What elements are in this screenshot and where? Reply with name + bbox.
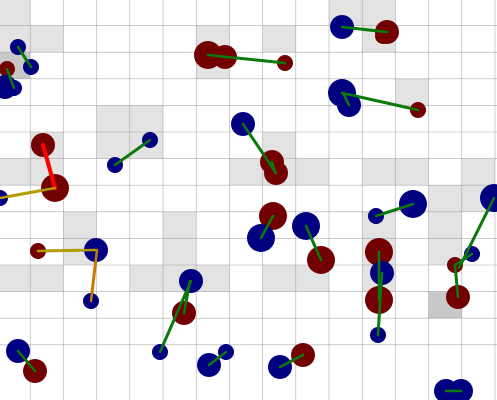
blue-ball[interactable] (480, 184, 497, 212)
highlighted-cell (362, 158, 396, 186)
link-overlay (0, 186, 57, 200)
link-overlay (259, 214, 275, 240)
link-overlay (89, 248, 99, 303)
link-overlay (158, 279, 193, 354)
link-overlay (278, 353, 305, 369)
highlighted-cell (262, 25, 296, 53)
link-overlay (453, 263, 460, 299)
blue-ball[interactable] (449, 379, 473, 400)
link-overlay (113, 138, 152, 167)
link-overlay (5, 67, 16, 90)
link-overlay (182, 279, 192, 315)
highlighted-cell (30, 25, 64, 53)
highlighted-cell (0, 265, 31, 292)
highlighted-cell (63, 211, 97, 239)
highlighted-cells (0, 0, 495, 319)
link-overlay (36, 248, 98, 253)
highlighted-cell (96, 105, 130, 132)
highlighted-cell (129, 105, 163, 132)
link-overlay (207, 350, 228, 367)
highlighted-cell (96, 132, 130, 159)
link-overlay (41, 143, 57, 190)
highlighted-cell (262, 265, 296, 292)
highlighted-cell (0, 0, 31, 26)
highlighted-cell (461, 158, 495, 186)
highlighted-cell (30, 265, 64, 292)
highlighted-cell (428, 185, 462, 212)
highlighted-cell (229, 158, 263, 186)
link-overlay (341, 91, 351, 107)
highlighted-cell (428, 211, 462, 239)
link-overlay (16, 45, 33, 69)
highlighted-cell (395, 78, 429, 106)
highlighted-cell (295, 158, 329, 186)
link-overlay (304, 224, 323, 262)
link-overlay (374, 202, 415, 218)
link-overlay (376, 271, 384, 337)
link-overlay (340, 91, 420, 112)
balls-layer[interactable] (0, 15, 497, 400)
highlighted-cell (163, 211, 197, 239)
link-overlay (457, 196, 496, 270)
highlighted-cell (163, 238, 197, 265)
highlighted-cell (0, 158, 31, 186)
link-overlay (241, 122, 278, 175)
link-overlay (270, 160, 277, 174)
highlighted-cell (129, 265, 163, 292)
link-overlay (16, 349, 37, 373)
highlighted-cell (395, 158, 429, 186)
link-overlay (340, 25, 389, 34)
link-overlay (206, 53, 287, 65)
